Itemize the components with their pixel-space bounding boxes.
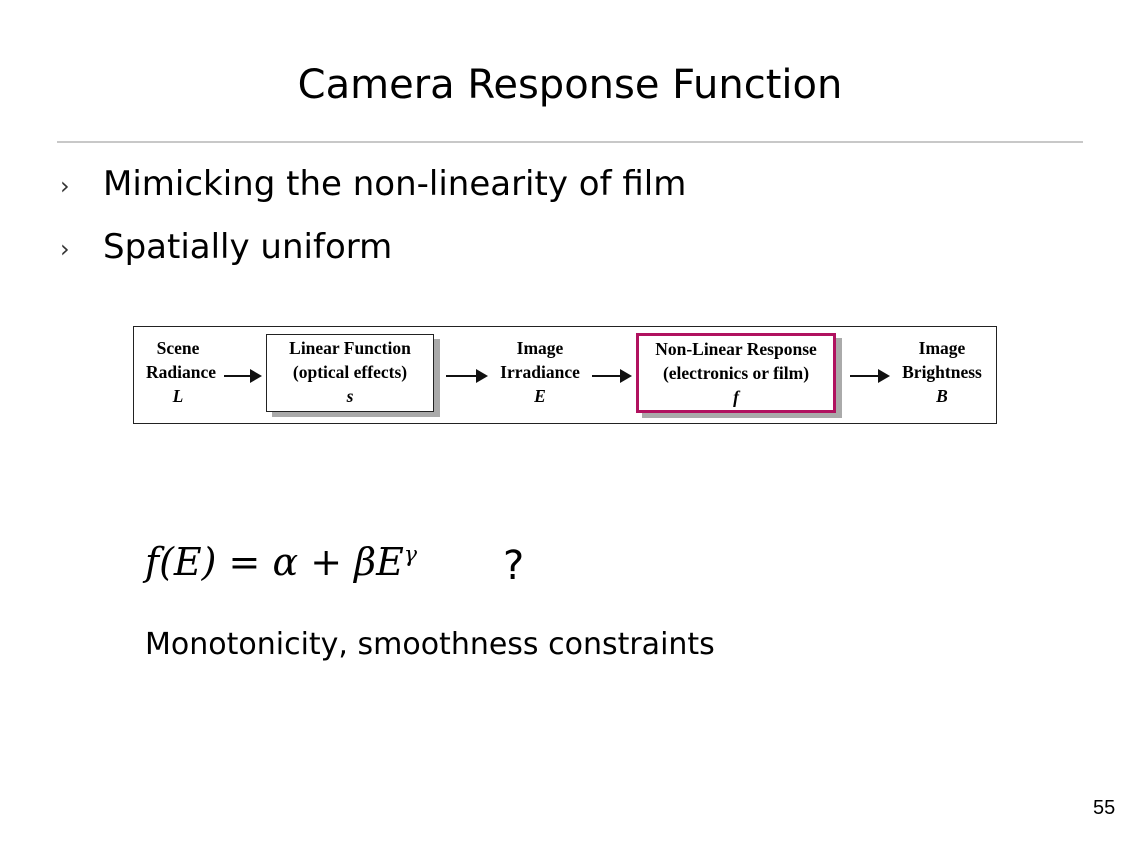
node-scene-radiance: Scene Radiance L <box>134 336 222 408</box>
node-line: (electronics or film) <box>662 363 810 383</box>
bullet-marker: › <box>60 172 70 200</box>
node-image-irradiance: Image Irradiance E <box>490 336 590 408</box>
node-image-brightness: Image Brightness B <box>892 336 992 408</box>
node-line: Brightness <box>902 362 982 382</box>
bullet-text: Mimicking the non-linearity of film <box>103 164 687 204</box>
formula-exponent: γ <box>403 542 417 568</box>
arrow-icon <box>224 369 262 383</box>
formula-body: f(E) = α + βE <box>145 540 404 584</box>
node-line: (optical effects) <box>292 362 408 382</box>
node-symbol: s <box>346 386 354 406</box>
response-formula: f(E) = α + βEγ <box>145 540 417 584</box>
node-line: Radiance <box>146 362 216 382</box>
arrow-icon <box>850 369 890 383</box>
slide-title: Camera Response Function <box>297 62 843 108</box>
node-symbol: f <box>733 387 739 407</box>
arrow-icon <box>592 369 632 383</box>
title-divider <box>57 141 1083 143</box>
question-mark: ? <box>503 543 525 589</box>
node-line: Scene <box>156 338 200 358</box>
node-linear-function: Linear Function (optical effects) s <box>266 334 434 412</box>
node-line: Linear Function <box>289 338 411 358</box>
page-number: 55 <box>1093 797 1116 819</box>
node-line: Image <box>918 338 966 358</box>
node-symbol: E <box>534 386 546 406</box>
node-non-linear-response: Non-Linear Response (electronics or film… <box>636 333 836 413</box>
pipeline-diagram: Scene Radiance L Linear Function (optica… <box>133 326 997 424</box>
bullet-text: Spatially uniform <box>103 227 393 267</box>
node-line: Non-Linear Response <box>655 339 817 359</box>
bullet-marker: › <box>60 235 70 263</box>
node-symbol: L <box>172 386 184 406</box>
node-symbol: B <box>936 386 948 406</box>
constraints-note: Monotonicity, smoothness constraints <box>145 627 715 662</box>
arrow-icon <box>446 369 488 383</box>
node-line: Image <box>516 338 564 358</box>
node-line: Irradiance <box>500 362 580 382</box>
